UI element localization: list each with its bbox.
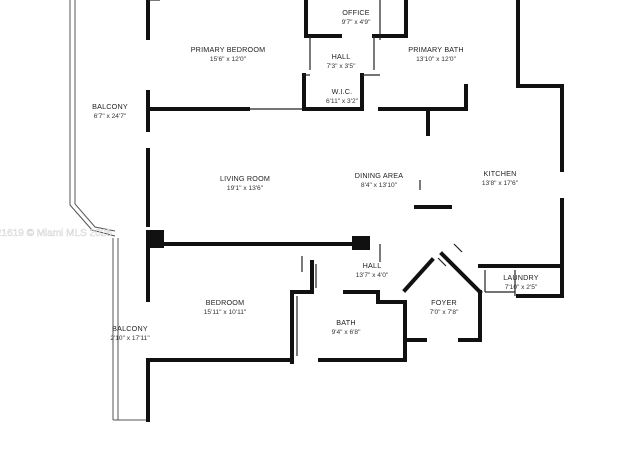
room-dimensions: 19'1" x 13'6"	[227, 185, 264, 192]
room-dimensions: 13'10" x 12'0"	[416, 56, 456, 63]
room-label: BALCONY	[92, 102, 128, 111]
room-dimensions: 2'10" x 17'11"	[110, 335, 150, 342]
room-wic: W.I.C. 6'11" x 3'2"	[326, 87, 359, 105]
room-label: LAUNDRY	[503, 273, 539, 282]
room-dimensions: 9'7" x 4'9"	[342, 19, 371, 26]
room-bath: BATH 9'4" x 6'8"	[332, 318, 361, 336]
watermark: 21619 © Miami MLS 2025	[0, 228, 112, 239]
room-balcony-lower: BALCONY 2'10" x 17'11"	[110, 324, 150, 342]
walls	[146, 0, 564, 422]
room-dimensions: 8'4" x 13'10"	[361, 182, 398, 189]
balcony-rail	[69, 0, 148, 421]
room-dimensions: 6'11" x 3'2"	[326, 98, 359, 105]
room-label: FOYER	[431, 298, 457, 307]
room-label: LIVING ROOM	[220, 174, 270, 183]
room-label: BATH	[336, 318, 355, 327]
room-hall-upper: HALL 7'3" x 3'5"	[327, 52, 356, 70]
room-dimensions: 15'6" x 12'0"	[210, 56, 247, 63]
room-dimensions: 13'7" x 4'0"	[356, 272, 389, 279]
room-label: KITCHEN	[484, 169, 517, 178]
room-label: DINING AREA	[355, 171, 404, 180]
room-label: PRIMARY BEDROOM	[191, 45, 266, 54]
room-balcony-upper: BALCONY 6'7" x 24'7"	[92, 102, 128, 120]
room-office: OFFICE 9'7" x 4'9"	[342, 8, 371, 26]
room-primary-bedroom: PRIMARY BEDROOM 15'6" x 12'0"	[191, 45, 266, 63]
room-dimensions: 7'10" x 2'5"	[505, 284, 538, 291]
room-kitchen: KITCHEN 13'8" x 17'6"	[482, 169, 519, 187]
room-bedroom: BEDROOM 15'11" x 10'11"	[204, 298, 247, 316]
room-label: OFFICE	[342, 8, 370, 17]
room-dimensions: 6'7" x 24'7"	[94, 113, 127, 120]
room-hall-lower: HALL 13'7" x 4'0"	[356, 261, 389, 279]
room-dimensions: 9'4" x 6'8"	[332, 329, 361, 336]
thin-walls	[148, 0, 516, 356]
room-dining-area: DINING AREA 8'4" x 13'10"	[355, 171, 404, 189]
room-label: HALL	[332, 52, 351, 61]
room-dimensions: 15'11" x 10'11"	[204, 309, 247, 316]
columns	[146, 230, 370, 250]
room-foyer: FOYER 7'0" x 7'8"	[430, 298, 459, 316]
room-label: W.I.C.	[332, 87, 353, 96]
room-living-room: LIVING ROOM 19'1" x 13'6"	[220, 174, 270, 192]
room-dimensions: 7'3" x 3'5"	[327, 63, 356, 70]
room-dimensions: 13'8" x 17'6"	[482, 180, 519, 187]
room-laundry: LAUNDRY 7'10" x 2'5"	[503, 273, 539, 291]
room-dimensions: 7'0" x 7'8"	[430, 309, 459, 316]
room-label: HALL	[363, 261, 382, 270]
room-label: BEDROOM	[206, 298, 245, 307]
room-primary-bath: PRIMARY BATH 13'10" x 12'0"	[408, 45, 464, 63]
room-label: PRIMARY BATH	[408, 45, 464, 54]
room-label: BALCONY	[112, 324, 148, 333]
